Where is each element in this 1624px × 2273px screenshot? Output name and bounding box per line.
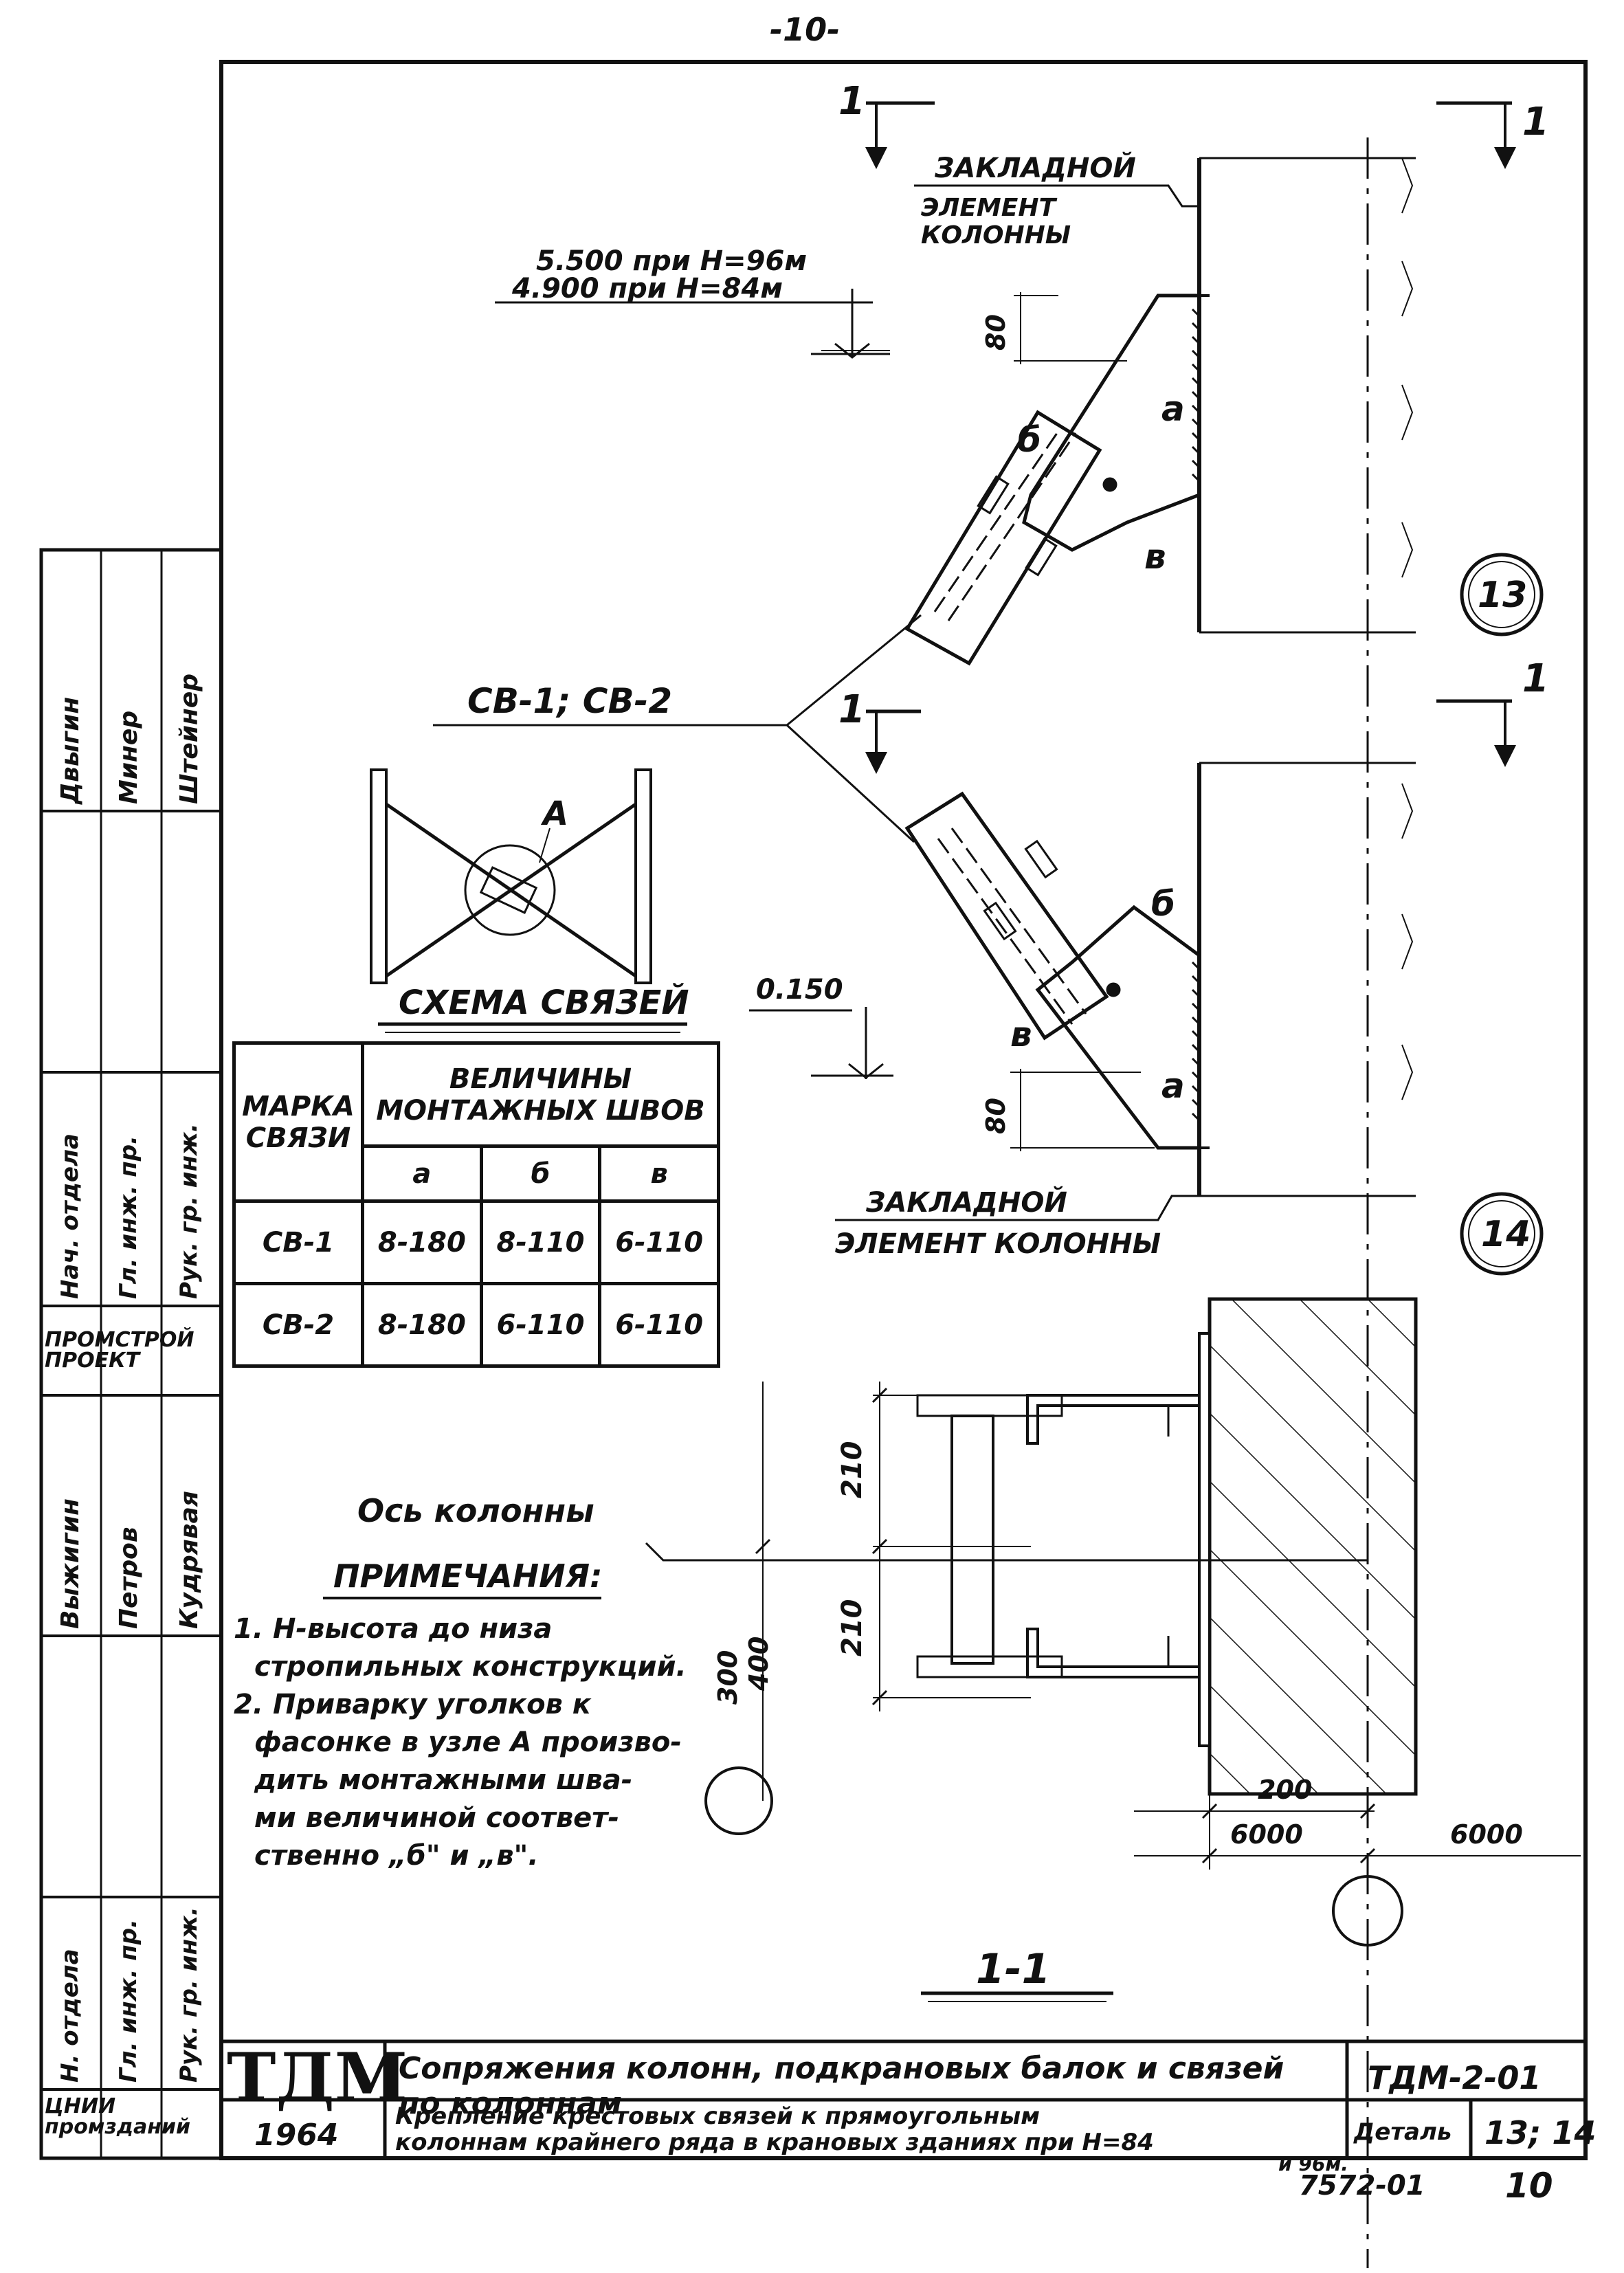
lower-embed-label: ЭЛЕМЕНТ КОЛОННЫ	[835, 1228, 1161, 1260]
upper-weld-a: а	[1161, 389, 1185, 429]
note-line: дить монтажными шва-	[254, 1764, 633, 1796]
page-number: -10-	[770, 11, 841, 48]
upper-dim-80: 80	[981, 314, 1011, 351]
table-row: СВ-1 8-180 8-110 6-110	[232, 1199, 720, 1285]
upper-embed-label: КОЛОННЫ	[921, 221, 1071, 250]
dim-6000-right: 6000	[1450, 1819, 1523, 1850]
stamp-name-5: Петров	[115, 1527, 143, 1629]
upper-weld-v: в	[1144, 537, 1166, 577]
note-line: 1. H-высота до низа	[234, 1613, 553, 1645]
section-title: 1-1	[976, 1945, 1051, 1993]
upper-weld-b: б	[1017, 420, 1041, 460]
title-main: Сопряжения колонн, подкрановых балок и с…	[399, 2051, 1284, 2121]
sheet-code: 7572-01	[1299, 2170, 1425, 2202]
title-subtitle: Крепление крестовых связей к прямоугольн…	[395, 2103, 1040, 2130]
table-cell: СВ-2	[232, 1282, 364, 1368]
stamp-name-3: Штейнер	[175, 673, 203, 804]
section-mark: 1	[838, 687, 865, 732]
title-detail-label: Деталь	[1354, 2118, 1452, 2146]
stamp-name-6: Кудрявая	[175, 1490, 203, 1629]
title-logo: ТДМ	[227, 2039, 408, 2116]
note-line: фасонке в узле А произво-	[254, 1727, 682, 1758]
table-subheader: в	[598, 1144, 720, 1203]
title-subtitle: и 96м.	[1278, 2153, 1348, 2175]
table-cell: 6-110	[598, 1282, 720, 1368]
table-header-group: ВЕЛИЧИНЫ МОНТАЖНЫХ ШВОВ	[361, 1041, 720, 1148]
section-mark: 1	[838, 79, 865, 124]
note-line: ми величиной соответ-	[254, 1802, 620, 1834]
title-subtitle: колоннам крайнего ряда в крановых здания…	[395, 2129, 1154, 2156]
bracing-leader	[433, 614, 922, 843]
stamp-role-5: Гл. инж. пр.	[115, 1919, 142, 2083]
dim-210-bottom: 210	[836, 1599, 868, 1657]
stamp-name-1: Двыгин	[56, 696, 85, 804]
upper-elevation: 4.900 при H=84м	[512, 273, 783, 304]
table-cell: 8-180	[361, 1282, 483, 1368]
weld-table: МАРКА СВЯЗИ ВЕЛИЧИНЫ МОНТАЖНЫХ ШВОВ а б …	[232, 1041, 720, 1368]
bracing-label: СВ-1; СВ-2	[467, 681, 673, 721]
lower-weld-v: в	[1010, 1014, 1032, 1054]
axis-marker-13: 13	[1478, 575, 1528, 616]
table-cell: 6-110	[598, 1199, 720, 1285]
bracing-scheme-drawing	[370, 768, 687, 1033]
stamp-role-3: Рук. гр. инж.	[175, 1123, 203, 1299]
upper-embed-label: ЗАКЛАДНОЙ	[935, 153, 1136, 184]
section-mark: 1	[1522, 100, 1549, 144]
lower-node-drawing	[749, 699, 1544, 1276]
stamp-role-4: Н. отдела	[56, 1949, 84, 2083]
sheet-frame	[39, 60, 1588, 2160]
stamp-role-6: Рук. гр. инж.	[175, 1907, 203, 2083]
stamp-name-2: Минер	[115, 710, 143, 804]
dim-300: 300	[713, 1650, 743, 1705]
upper-embed-label: ЭЛЕМЕНТ	[921, 194, 1056, 222]
table-cell: 8-180	[361, 1199, 483, 1285]
stamp-name-4: Выжигин	[56, 1498, 85, 1629]
stamp-org-2: ЦНИИ промзданий	[45, 2094, 191, 2139]
lower-elevation: 0.150	[756, 974, 843, 1006]
title-block-frame	[221, 2039, 1586, 2158]
sheet-number: 10	[1505, 2166, 1553, 2206]
note-line: 2. Приварку уголков к	[234, 1689, 591, 1720]
column-axis-label: Ось колонны	[357, 1492, 594, 1529]
stamp-org-1: ПРОМСТРОЙ ПРОЕКТ	[45, 1328, 194, 1373]
upper-elevation: 5.500 при H=96м	[536, 245, 808, 277]
note-line: стропильных конструкций.	[254, 1651, 687, 1683]
axis-marker-14: 14	[1481, 1214, 1531, 1255]
dim-6000-left: 6000	[1230, 1819, 1303, 1850]
lower-dim-80: 80	[981, 1098, 1011, 1134]
title-year: 1964	[254, 2118, 339, 2153]
upper-node-drawing	[495, 101, 1544, 666]
lower-weld-a: а	[1161, 1066, 1185, 1106]
scheme-caption: СХЕМА СВЯЗЕЙ	[399, 984, 689, 1022]
lower-weld-b: б	[1151, 884, 1175, 924]
section-mark: 1	[1522, 656, 1549, 701]
title-detail-value: 13; 14	[1484, 2114, 1597, 2151]
note-line: ственно „б" и „в".	[254, 1840, 539, 1872]
table-header-mark: МАРКА СВЯЗИ	[232, 1041, 364, 1203]
table-cell: 8-110	[479, 1199, 602, 1285]
lower-embed-label: ЗАКЛАДНОЙ	[866, 1187, 1067, 1219]
table-subheader: а	[361, 1144, 483, 1203]
section-1-1-drawing	[323, 1297, 1581, 2002]
stamp-role-2: Гл. инж. пр.	[115, 1135, 142, 1299]
dim-200: 200	[1258, 1775, 1313, 1805]
title-code: ТДМ-2-01	[1368, 2059, 1542, 2096]
table-subheader: б	[479, 1144, 602, 1203]
scheme-node-label: А	[543, 795, 569, 833]
table-cell: 6-110	[479, 1282, 602, 1368]
table-row: СВ-2 8-180 6-110 6-110	[232, 1282, 720, 1368]
dim-210-top: 210	[836, 1441, 868, 1499]
stamp-role-1: Нач. отдела	[56, 1133, 84, 1299]
table-cell: СВ-1	[232, 1199, 364, 1285]
notes-title: ПРИМЕЧАНИЯ:	[333, 1557, 603, 1595]
dim-400: 400	[744, 1636, 774, 1691]
